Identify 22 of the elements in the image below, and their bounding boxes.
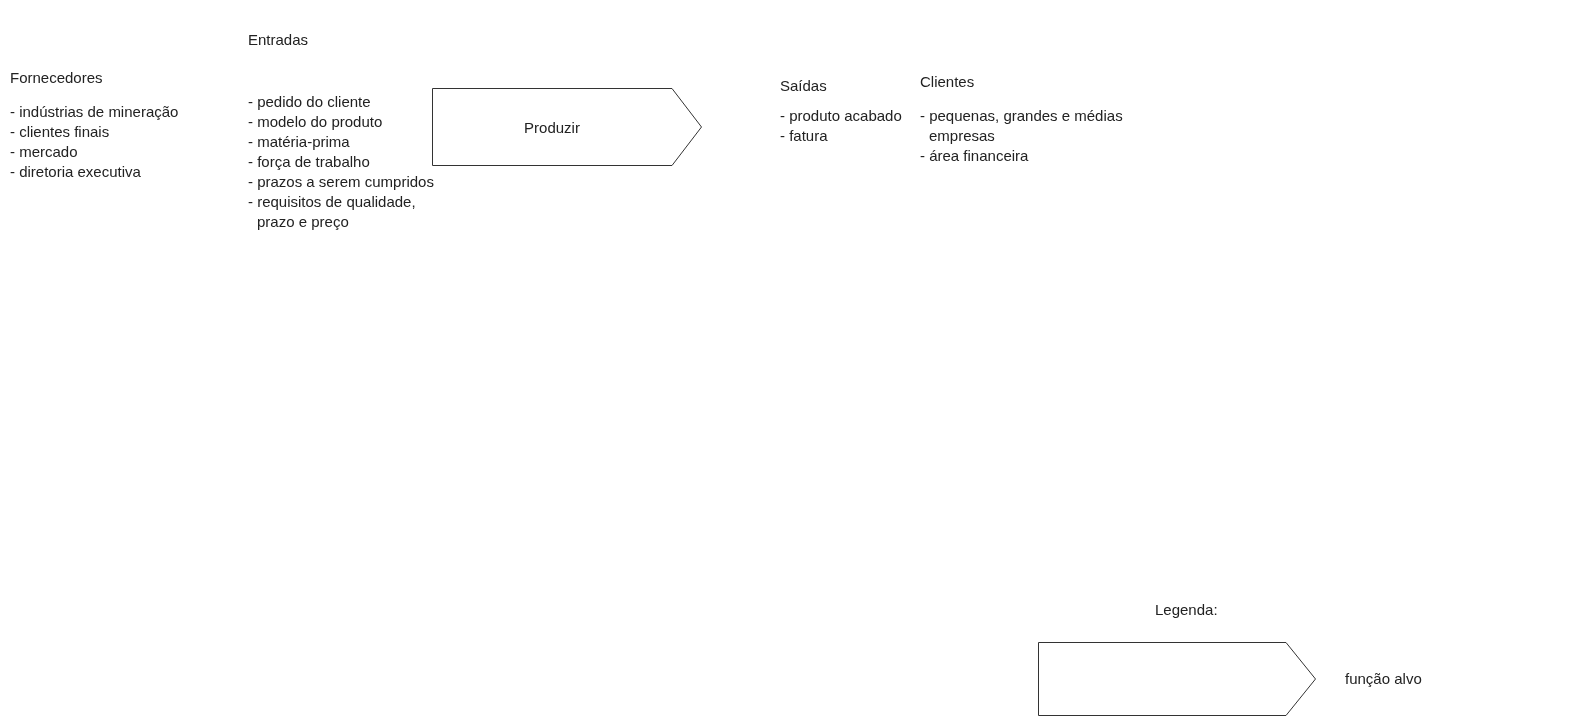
process-chevron: [432, 88, 702, 166]
list-item: - fatura: [780, 126, 828, 146]
list-item: - clientes finais: [10, 122, 110, 142]
list-item: - produto acabado: [780, 106, 902, 126]
list-item: - diretoria executiva: [10, 162, 141, 182]
list-item: - área financeira: [920, 146, 1029, 166]
list-item: - matéria-prima: [248, 132, 350, 152]
list-item: - modelo do produto: [248, 112, 383, 132]
list-item: - força de trabalho: [248, 152, 370, 172]
legend-label: função alvo: [1345, 669, 1422, 689]
column-heading: Saídas: [780, 76, 827, 96]
column-heading: Clientes: [920, 72, 975, 92]
list-item: - pedido do cliente: [248, 92, 371, 112]
list-item: - requisitos de qualidade, prazo e preço: [248, 192, 417, 232]
list-item: - mercado: [10, 142, 78, 162]
list-item: - indústrias de mineração: [10, 102, 179, 122]
process-label: Produzir: [523, 118, 581, 136]
column-heading: Entradas: [248, 30, 309, 50]
list-item: - prazos a serem cumpridos: [248, 172, 434, 192]
column-heading: Fornecedores: [10, 68, 103, 88]
list-item: - pequenas, grandes e médias empresas: [920, 106, 1124, 146]
legend-title: Legenda:: [1155, 600, 1218, 620]
